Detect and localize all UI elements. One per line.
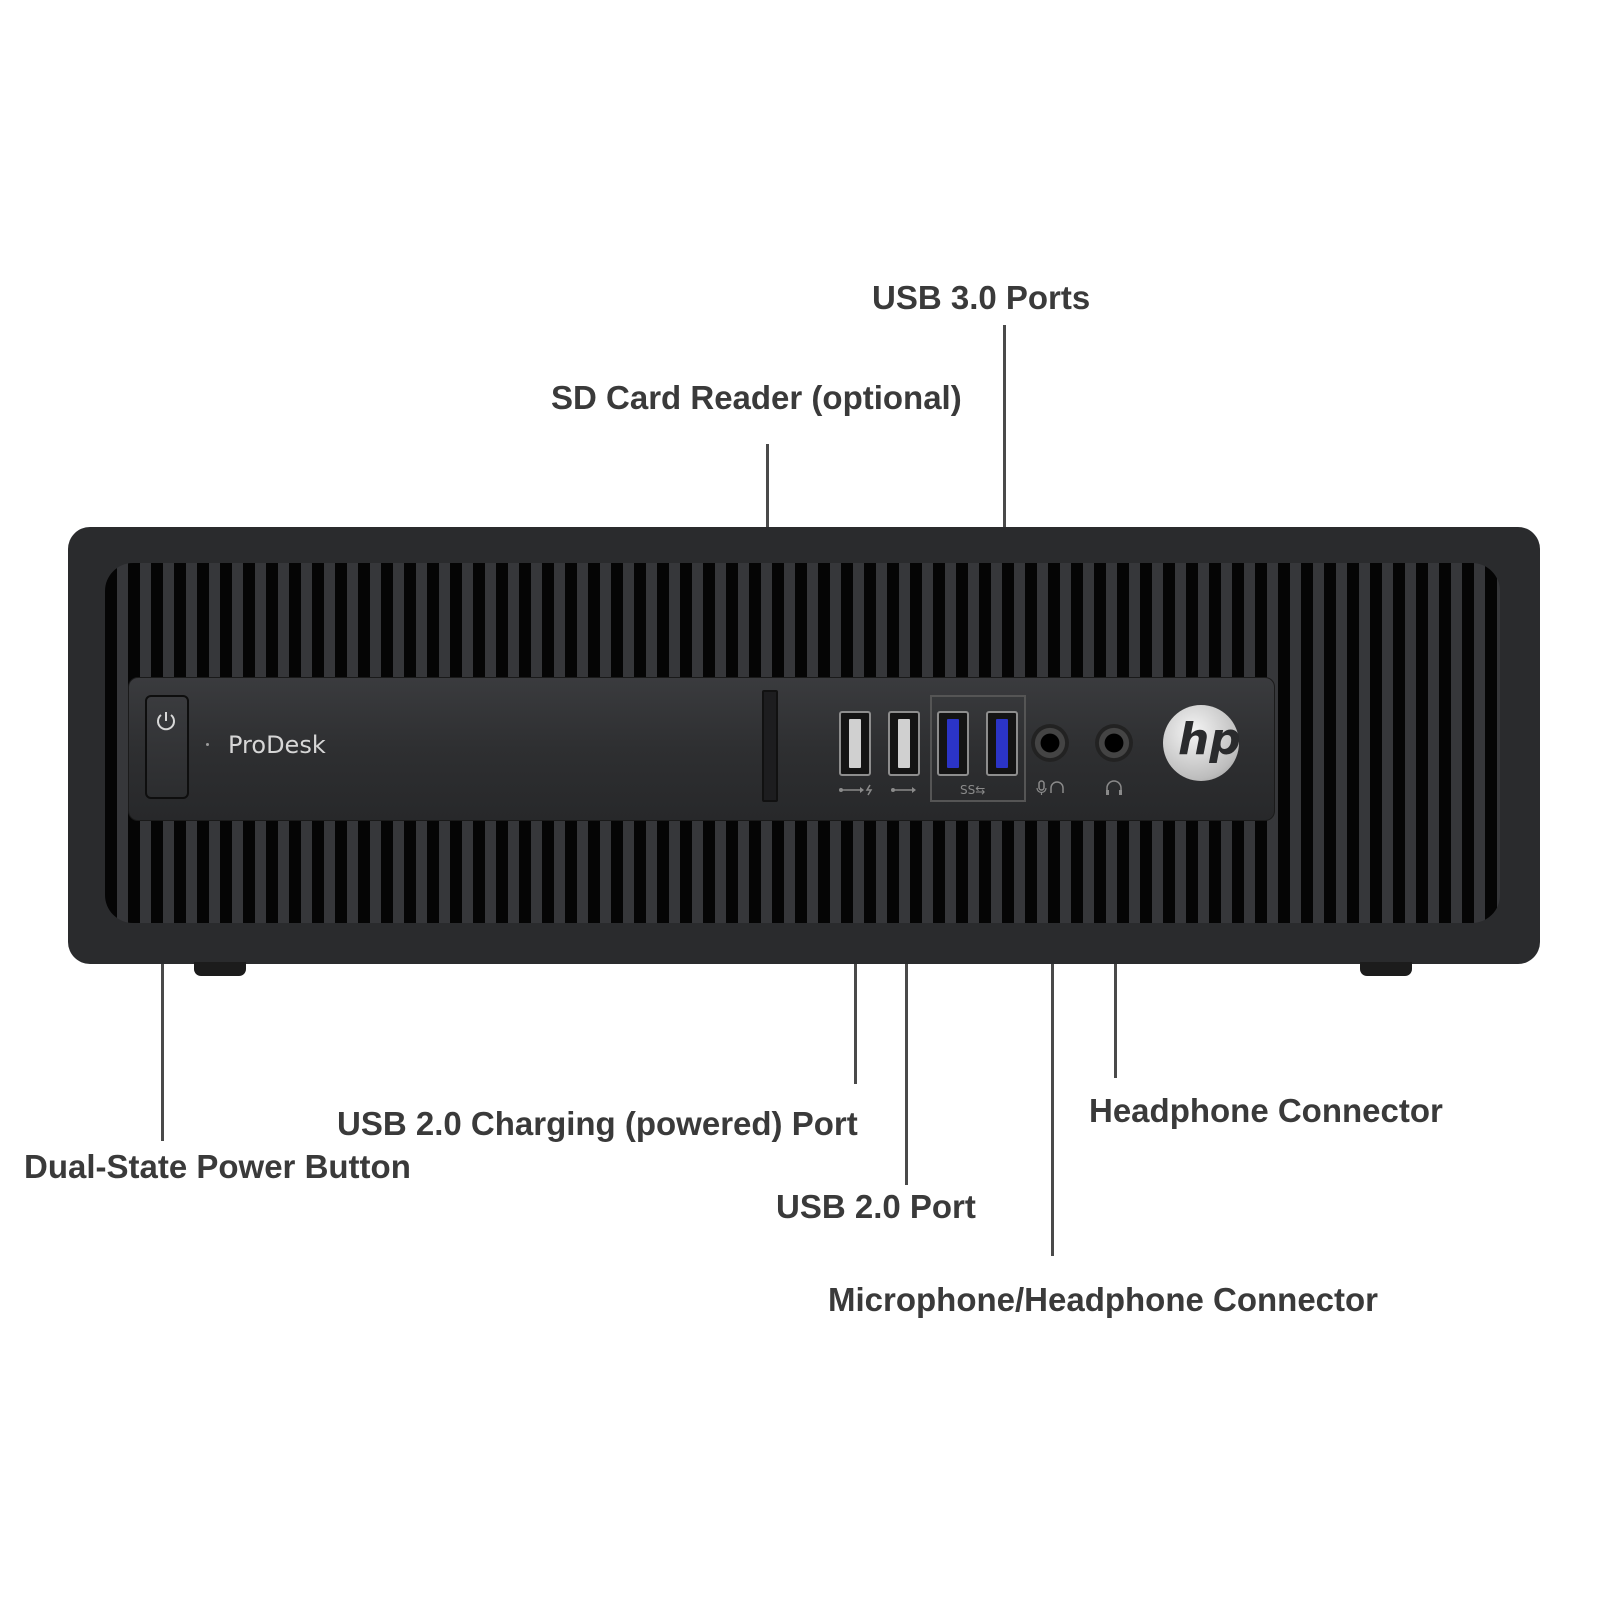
chassis-foot-right (1360, 962, 1412, 976)
mic-headphone-jack[interactable] (1031, 724, 1069, 762)
usb20-charging-port[interactable] (839, 711, 871, 776)
headphone-icon (1106, 780, 1122, 795)
hp-logo-text: hp (1178, 714, 1241, 765)
usb30-port-1[interactable] (937, 711, 969, 776)
usb20-port[interactable] (888, 711, 920, 776)
label-usb20-port: USB 2.0 Port (776, 1188, 976, 1225)
usb-icon (891, 787, 916, 793)
leader-power-button (161, 795, 164, 1141)
label-headphone-connector: Headphone Connector (1089, 1092, 1443, 1129)
front-panel (128, 677, 1275, 821)
usb-charging-icon (839, 784, 873, 796)
power-icon (157, 712, 175, 731)
leader-usb30 (1003, 325, 1006, 695)
status-led (206, 743, 209, 746)
label-sd-card-reader: SD Card Reader (optional) (551, 379, 962, 416)
usb30-port-2[interactable] (986, 711, 1018, 776)
label-usb30-ports: USB 3.0 Ports (872, 279, 1091, 316)
brand-name: ProDesk (228, 731, 326, 759)
chassis-foot-left (194, 962, 246, 976)
usb3-ss-icon: SS⇆ (960, 783, 986, 797)
leader-usb20 (905, 790, 908, 1185)
label-usb20-charging-port: USB 2.0 Charging (powered) Port (337, 1105, 858, 1142)
usb30-port-group (930, 695, 1026, 802)
label-dual-state-power-button: Dual-State Power Button (24, 1148, 411, 1185)
sd-card-slot[interactable] (762, 690, 778, 802)
leader-mic-headphone (1051, 790, 1054, 1256)
hp-logo (1163, 705, 1239, 781)
mic-headset-icon (1036, 780, 1064, 795)
headphone-jack[interactable] (1095, 724, 1133, 762)
label-mic-headphone-connector: Microphone/Headphone Connector (828, 1281, 1379, 1318)
